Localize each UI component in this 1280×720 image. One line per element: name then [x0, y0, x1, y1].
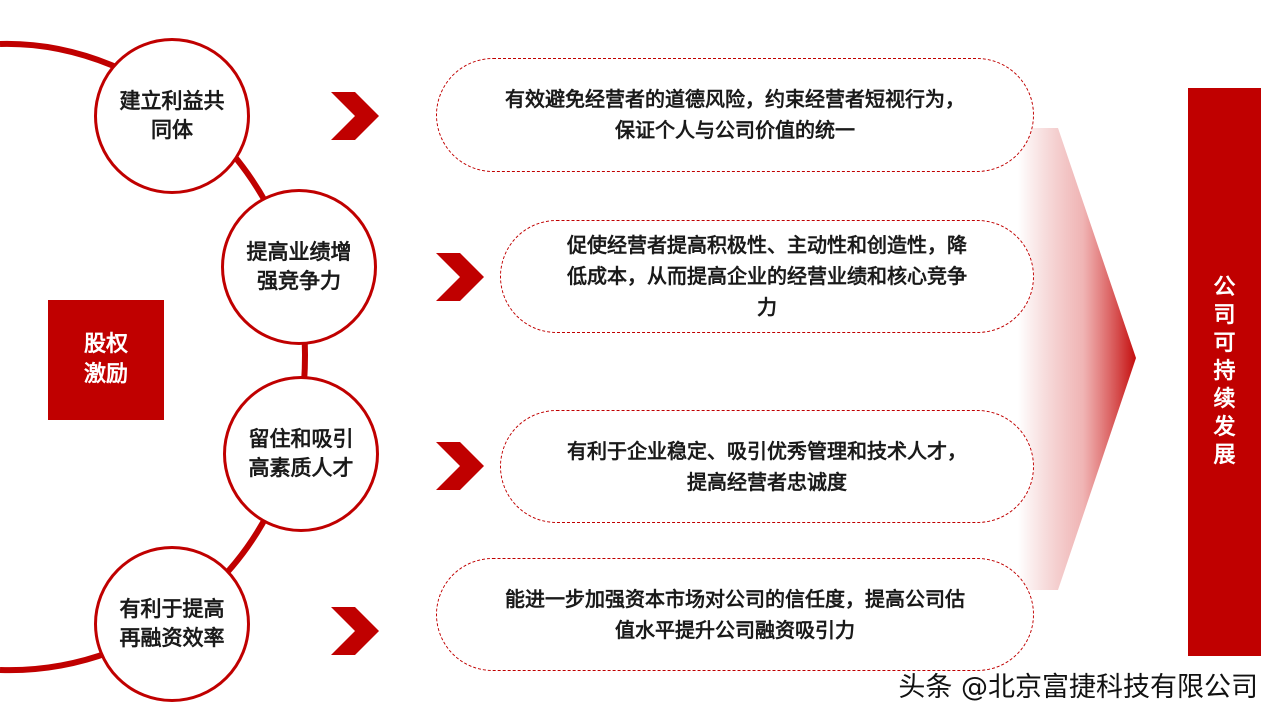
- benefit-description-1: 有效避免经营者的道德风险，约束经营者短视行为， 保证个人与公司价值的统一: [436, 58, 1034, 172]
- convergence-arrow: [1018, 128, 1136, 590]
- center-label: 股权 激励: [48, 300, 164, 420]
- benefit-circle-2: 提高业绩增强竞争力: [221, 189, 377, 345]
- watermark: 头条 @北京富捷科技有限公司: [898, 672, 1258, 703]
- result-label-text: 公司可持续发展: [1213, 275, 1236, 468]
- benefit-description-4: 能进一步加强资本市场对公司的信任度，提高公司估 值水平提升公司融资吸引力: [436, 558, 1034, 671]
- benefit-description-3: 有利于企业稳定、吸引优秀管理和技术人才， 提高经营者忠诚度: [500, 410, 1034, 523]
- benefit-description-2: 促使经营者提高积极性、主动性和创造性，降 低成本，从而提高企业的经营业绩和核心竞…: [500, 220, 1034, 333]
- benefit-circle-label: 提高业绩增强竞争力: [246, 240, 352, 293]
- benefit-description-text: 促使经营者提高积极性、主动性和创造性，降 低成本，从而提高企业的经营业绩和核心竞…: [567, 233, 967, 319]
- benefit-description-text: 有效避免经营者的道德风险，约束经营者短视行为， 保证个人与公司价值的统一: [505, 87, 965, 142]
- result-label: 公司可持续发展: [1188, 88, 1261, 656]
- benefit-circle-label: 建立利益共同体: [119, 89, 225, 142]
- chevron-arrow-icon: [331, 92, 379, 140]
- chevron-arrow-icon: [436, 253, 484, 301]
- center-label-text: 股权 激励: [83, 332, 128, 387]
- benefit-description-text: 能进一步加强资本市场对公司的信任度，提高公司估 值水平提升公司融资吸引力: [505, 586, 965, 642]
- benefit-circle-4: 有利于提高再融资效率: [94, 546, 250, 702]
- chevron-arrow-icon: [331, 607, 379, 655]
- benefit-circle-label: 留住和吸引高素质人才: [248, 427, 354, 480]
- chevron-arrow-icon: [436, 442, 484, 490]
- benefit-circle-3: 留住和吸引高素质人才: [223, 376, 379, 532]
- benefit-description-text: 有利于企业稳定、吸引优秀管理和技术人才， 提高经营者忠诚度: [567, 438, 967, 494]
- benefit-circle-label: 有利于提高再融资效率: [119, 597, 225, 650]
- benefit-circle-1: 建立利益共同体: [94, 38, 250, 194]
